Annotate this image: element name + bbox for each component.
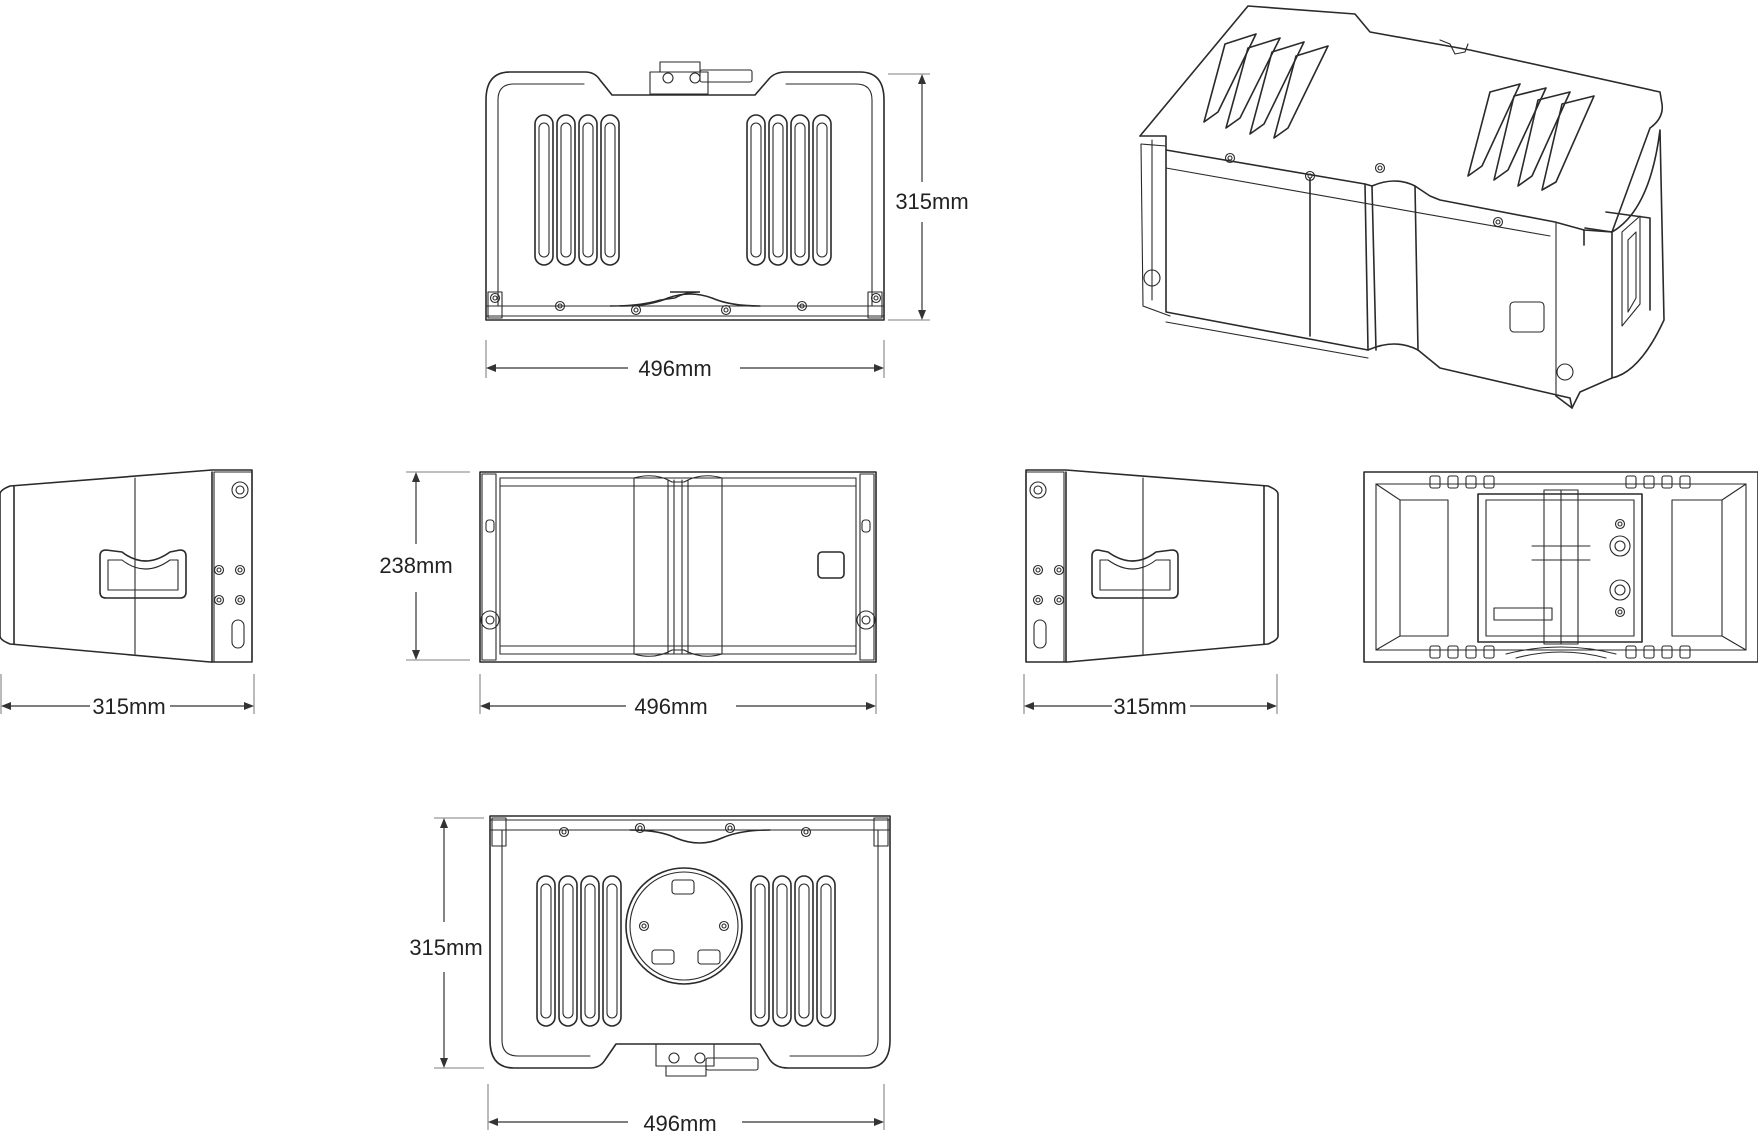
top-view	[485, 61, 885, 321]
front-view-width-label: 496mm	[634, 694, 707, 719]
rear-view-top-screws	[1429, 475, 1691, 489]
right-side-view	[1025, 469, 1279, 663]
top-view-width-dimension: 496mm	[485, 340, 885, 381]
right-side-depth-label: 315mm	[1113, 694, 1186, 719]
bottom-vent-slots-right	[750, 875, 836, 1027]
left-side-depth-dimension: 315mm	[0, 674, 255, 719]
isometric-view	[1139, 5, 1665, 409]
top-view-height-dimension: 315mm	[888, 73, 969, 321]
left-side-view	[0, 469, 253, 663]
iso-vent-slots-left	[1203, 33, 1329, 139]
rear-view	[1363, 471, 1758, 663]
bottom-view-height-label: 315mm	[409, 935, 482, 960]
bottom-vent-slots-left	[536, 875, 622, 1027]
front-view-height-dimension: 238mm	[379, 471, 470, 661]
front-view	[479, 471, 877, 663]
top-view-height-label: 315mm	[895, 189, 968, 214]
bottom-view-width-label: 496mm	[643, 1111, 716, 1134]
top-vent-slots-left	[534, 114, 620, 266]
front-view-width-dimension: 496mm	[479, 674, 877, 719]
bottom-view-height-dimension: 315mm	[409, 817, 484, 1069]
bottom-view-width-dimension: 496mm	[487, 1084, 885, 1136]
bottom-view	[489, 815, 891, 1077]
iso-vent-slots-right	[1467, 83, 1595, 191]
front-view-height-label: 238mm	[379, 553, 452, 578]
right-side-depth-dimension: 315mm	[1023, 674, 1278, 719]
top-view-width-label: 496mm	[638, 356, 711, 381]
top-vent-slots-right	[746, 114, 832, 266]
rear-view-bottom-screws	[1429, 645, 1691, 659]
left-side-depth-label: 315mm	[92, 694, 165, 719]
pole-mount-plate	[625, 867, 743, 985]
